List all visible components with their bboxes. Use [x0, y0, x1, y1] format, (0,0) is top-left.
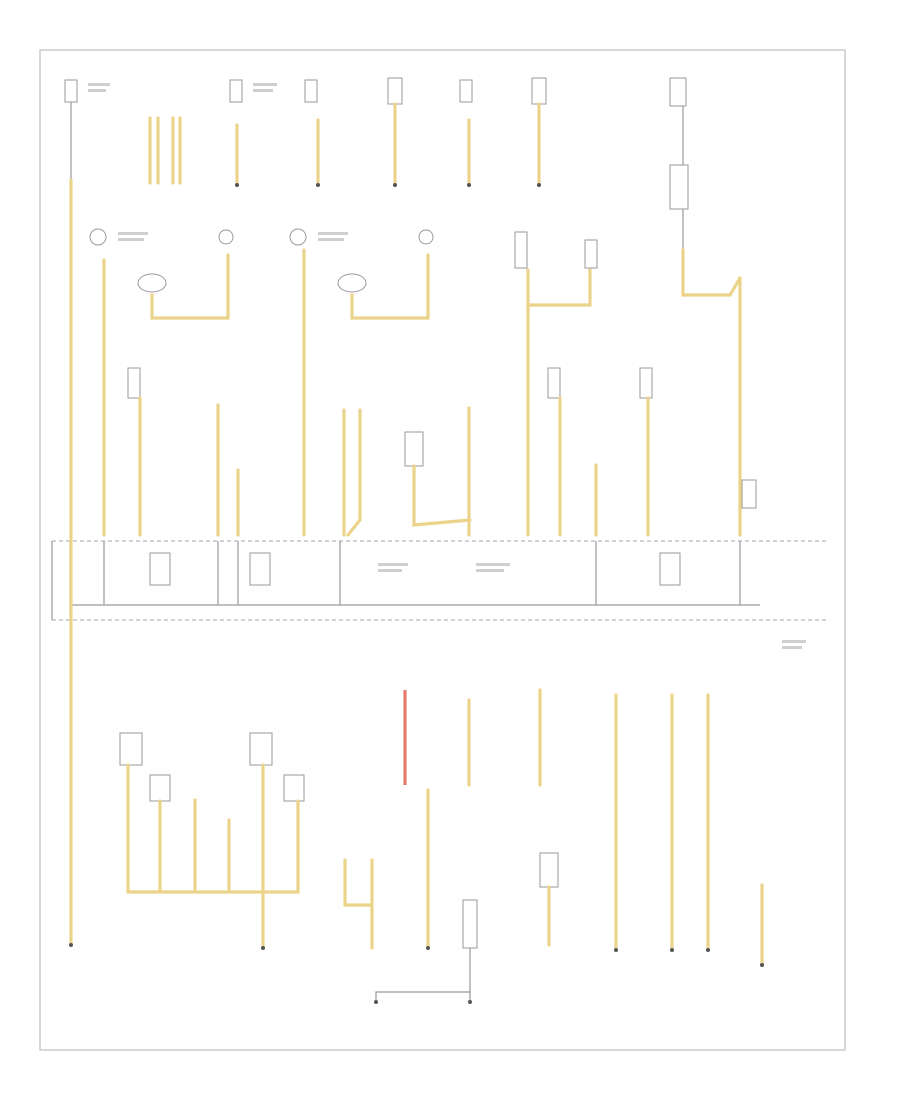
row3-components	[127, 367, 757, 509]
lower-wires	[126, 688, 764, 1000]
top-row-wires	[69, 102, 684, 947]
ground-bus	[51, 540, 828, 621]
row2-wires	[102, 248, 742, 537]
diagram-frame	[39, 49, 846, 1051]
lower-components	[119, 732, 559, 949]
row3-wires	[138, 396, 650, 537]
faint-labels	[88, 83, 806, 649]
ground-block-components	[103, 541, 741, 605]
terminal-dots	[69, 183, 764, 1004]
row2-components	[89, 228, 598, 293]
